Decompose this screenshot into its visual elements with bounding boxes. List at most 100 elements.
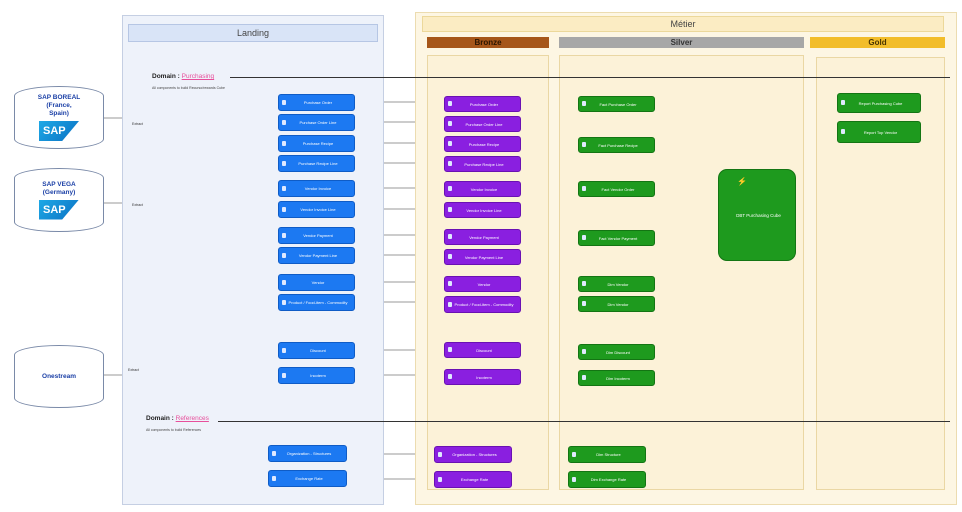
node-label: Purchase Order Line xyxy=(465,121,503,127)
silver-node[interactable]: Fact Vendor Payment xyxy=(578,230,655,246)
silver-node[interactable]: Dim Vendor xyxy=(578,296,655,312)
metier-title: Métier xyxy=(422,16,944,32)
table-icon xyxy=(448,121,452,126)
node-label: Report Top Vendor xyxy=(863,129,898,135)
landing-node[interactable]: Discount xyxy=(278,342,355,359)
dbt-purchasing-cube-node[interactable]: ⚡ DBT Purchasing Cube xyxy=(718,169,796,261)
table-icon xyxy=(448,374,452,379)
landing-node[interactable]: Purchase Order Line xyxy=(278,114,355,131)
node-label: Vendor Payment Line xyxy=(298,253,338,258)
source-name: SAP BOREAL (France, Spain) xyxy=(37,94,81,117)
node-label: Purchase Recipe Line xyxy=(298,161,338,166)
bronze-node[interactable]: Incoterm xyxy=(444,369,521,385)
table-icon xyxy=(448,301,452,307)
bronze-node[interactable]: Vendor xyxy=(444,276,521,292)
domain-prefix: Domain : xyxy=(146,415,174,422)
landing-node[interactable]: Purchase Recipe Line xyxy=(278,155,355,172)
table-icon xyxy=(582,101,586,106)
landing-node[interactable]: Purchase Recipe xyxy=(278,135,355,152)
table-icon xyxy=(282,140,286,146)
silver-node[interactable]: Fact Vendor Order xyxy=(578,181,655,197)
bronze-node[interactable]: Vendor Invoice xyxy=(444,181,521,197)
table-icon xyxy=(282,279,286,285)
node-label: Vendor Payment xyxy=(303,233,333,238)
landing-node[interactable]: Exchange Rate xyxy=(268,470,347,487)
edge-label: Extract xyxy=(128,368,139,372)
landing-node[interactable]: Product / Food-item - Commodity xyxy=(278,294,355,311)
table-icon xyxy=(282,119,286,125)
table-icon xyxy=(282,160,286,166)
node-label: Fact Vendor Order xyxy=(601,186,635,192)
bronze-node[interactable]: Vendor Payment Line xyxy=(444,249,521,265)
bronze-node[interactable]: Purchase Recipe xyxy=(444,136,521,152)
table-icon xyxy=(282,99,286,105)
silver-node[interactable]: Dim Structure xyxy=(568,446,646,463)
bronze-node[interactable]: Exchange Rate xyxy=(434,471,512,488)
node-label: Incoterm xyxy=(310,373,326,378)
node-label: Purchase Recipe xyxy=(302,141,334,146)
table-icon xyxy=(282,372,286,378)
table-icon xyxy=(841,100,845,105)
node-label: Product / Food-item - Commodity xyxy=(288,300,348,305)
landing-node[interactable]: Incoterm xyxy=(278,367,355,384)
landing-node[interactable]: Vendor Payment Line xyxy=(278,247,355,264)
sap-logo-icon: SAP xyxy=(39,199,79,220)
domain-prefix: Domain : xyxy=(152,73,180,80)
gold-layer-header: Gold xyxy=(810,37,945,48)
bronze-node[interactable]: Organization - Structures xyxy=(434,446,512,463)
source-sap-boreal[interactable]: SAP BOREAL (France, Spain) SAP xyxy=(14,86,104,149)
bronze-node[interactable]: Vendor Payment xyxy=(444,229,521,245)
table-icon xyxy=(438,476,442,482)
domain-references-divider xyxy=(218,421,950,422)
gold-node[interactable]: Report Purchasing Cube xyxy=(837,93,921,113)
domain-name[interactable]: Purchasing xyxy=(181,73,215,80)
node-label: Product / Food-item - Commodity xyxy=(454,302,514,307)
table-icon xyxy=(282,252,286,258)
bronze-layer-header: Bronze xyxy=(427,37,549,48)
bronze-node[interactable]: Purchase Recipe Line xyxy=(444,156,521,172)
source-sap-vega[interactable]: SAP VEGA (Germany) SAP xyxy=(14,168,104,232)
node-label: Vendor Invoice Line xyxy=(300,207,336,212)
node-label: Purchase Recipe Line xyxy=(464,161,504,167)
landing-node[interactable]: Vendor Payment xyxy=(278,227,355,244)
source-name: SAP VEGA (Germany) xyxy=(42,180,76,196)
domain-references-subtitle: All components to build References xyxy=(146,428,202,432)
node-label: Vendor xyxy=(311,280,325,285)
domain-references-title: Domain : References xyxy=(146,415,209,422)
node-label: Dim Exchange Rate xyxy=(590,477,627,482)
bronze-node[interactable]: Discount xyxy=(444,342,521,358)
landing-node[interactable]: Vendor Invoice Line xyxy=(278,201,355,218)
silver-node[interactable]: Dim Incoterm xyxy=(578,370,655,386)
node-label: Fact Vendor Payment xyxy=(598,235,638,241)
table-icon xyxy=(582,142,586,147)
bronze-node[interactable]: Purchase Order xyxy=(444,96,521,112)
node-label: Dim Vendor xyxy=(607,301,629,307)
gold-node[interactable]: Report Top Vendor xyxy=(837,121,921,143)
table-icon xyxy=(282,206,286,212)
node-label: Dim Incoterm xyxy=(606,375,630,381)
source-onestream[interactable]: Onestream xyxy=(14,345,104,408)
bronze-node[interactable]: Vendor Invoice Line xyxy=(444,202,521,218)
domain-purchasing-title: Domain : Purchasing xyxy=(152,73,214,80)
silver-node[interactable]: Dim Vendor xyxy=(578,276,655,292)
silver-node[interactable]: Fact Purchase Order xyxy=(578,96,655,112)
lightning-bolt-icon: ⚡ xyxy=(737,177,747,186)
silver-node[interactable]: Dim Exchange Rate xyxy=(568,471,646,488)
node-label: Fact Purchase Recipe xyxy=(598,142,638,148)
bronze-node[interactable]: Product / Food-item - Commodity xyxy=(444,296,521,313)
silver-node[interactable]: Fact Purchase Recipe xyxy=(578,137,655,153)
node-label: Dim Structure xyxy=(596,452,621,457)
landing-node[interactable]: Vendor Invoice xyxy=(278,180,355,197)
table-icon xyxy=(582,235,586,240)
node-label: Discount xyxy=(476,347,492,353)
bronze-node[interactable]: Purchase Order Line xyxy=(444,116,521,132)
landing-node[interactable]: Vendor xyxy=(278,274,355,291)
landing-node[interactable]: Purchase Order xyxy=(278,94,355,111)
domain-name[interactable]: References xyxy=(175,415,209,422)
landing-node[interactable]: Organization - Structures xyxy=(268,445,347,462)
source-name: Onestream xyxy=(42,373,76,380)
node-label: Vendor Invoice xyxy=(470,186,498,192)
silver-node[interactable]: Dim Discount xyxy=(578,344,655,360)
table-icon xyxy=(448,254,452,259)
silver-layer-header: Silver xyxy=(559,37,804,48)
